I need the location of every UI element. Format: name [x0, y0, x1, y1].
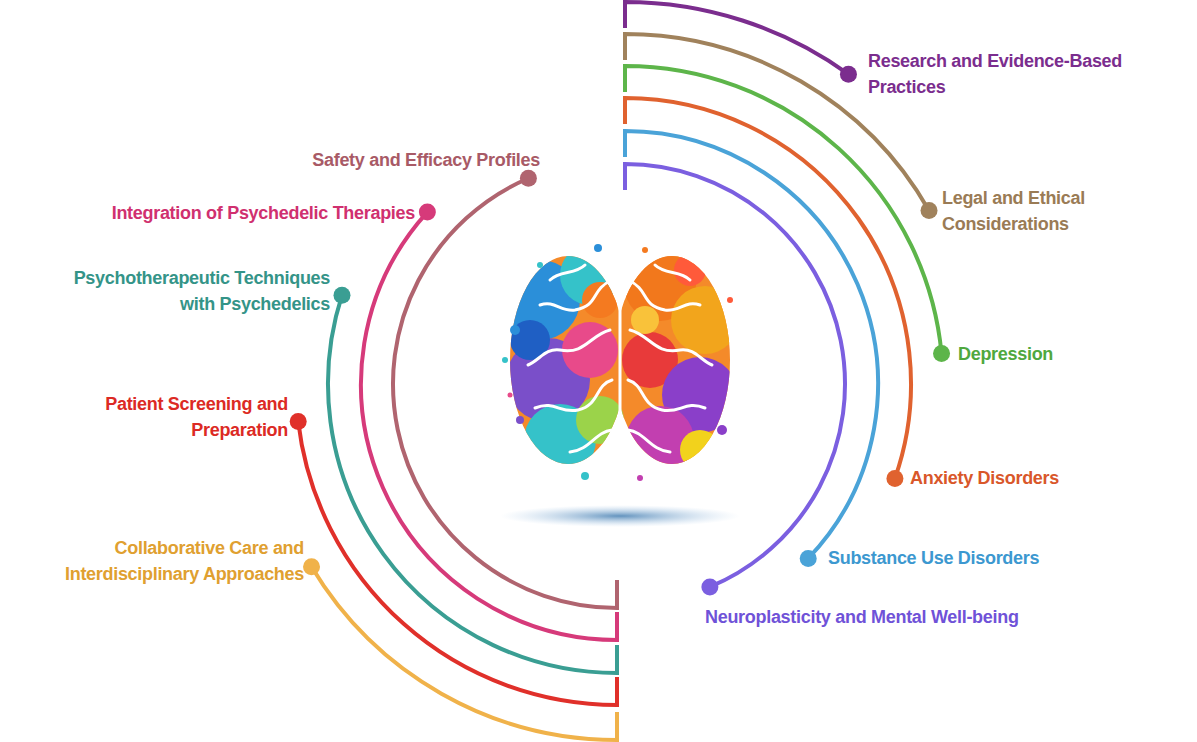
topic-arc — [625, 98, 911, 479]
paint-splatter — [502, 244, 733, 481]
topic-label: Substance Use Disorders — [828, 545, 1168, 571]
topic-label: Depression — [958, 341, 1178, 367]
topic-arc — [625, 2, 848, 74]
topic-label: Integration of Psychedelic Therapies — [15, 200, 415, 226]
arc-end-dot — [303, 558, 320, 575]
topic-label: Safety and Efficacy Profiles — [180, 147, 540, 173]
topic-arc — [625, 164, 845, 587]
topic-label: Research and Evidence-Based Practices — [868, 48, 1178, 100]
topic-label: Patient Screening and Preparation — [53, 391, 288, 443]
arc-end-dot — [840, 66, 857, 83]
topic-arc — [393, 178, 617, 608]
arc-end-dot — [290, 413, 307, 430]
brain-illustration — [500, 244, 740, 481]
arc-end-dot — [520, 170, 537, 187]
arc-end-dot — [419, 204, 436, 221]
arc-end-dot — [701, 578, 718, 595]
topic-arc — [625, 66, 942, 354]
brain-shadow — [500, 505, 740, 527]
arc-end-dot — [800, 550, 817, 567]
topic-arc — [328, 295, 617, 673]
arc-end-dot — [333, 287, 350, 304]
arc-end-dot — [886, 470, 903, 487]
topic-label: Legal and Ethical Considerations — [942, 185, 1157, 237]
topic-label: Neuroplasticity and Mental Well-being — [705, 604, 1175, 630]
topic-arc — [312, 567, 617, 740]
arc-end-dot — [921, 202, 938, 219]
arc-layer — [290, 2, 950, 740]
arc-end-dot — [933, 345, 950, 362]
topic-label: Collaborative Care and Interdisciplinary… — [14, 535, 304, 587]
topic-label: Psychotherapeutic Techniques with Psyche… — [35, 265, 330, 317]
topic-label: Anxiety Disorders — [910, 465, 1180, 491]
topic-arc — [298, 421, 617, 705]
